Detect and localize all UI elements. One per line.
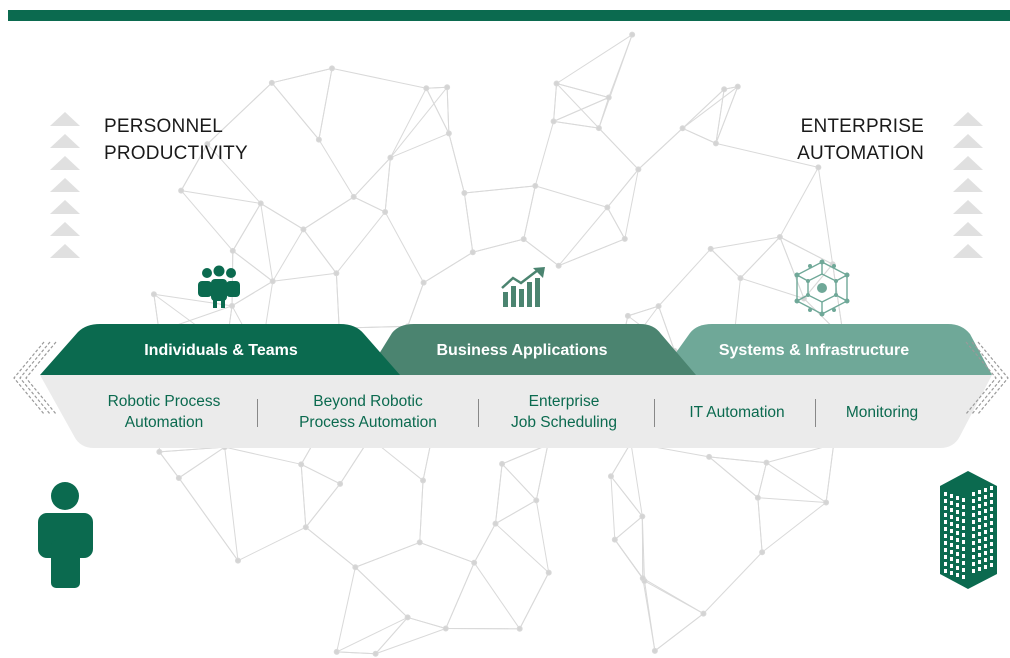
capability-divider (478, 399, 479, 427)
capability-robotic-process-automation: Robotic Process Automation (107, 393, 221, 431)
network-hexagon-icon (794, 259, 850, 317)
capability-enterprise-job-scheduling: Enterprise Job Scheduling (511, 393, 617, 431)
personnel-productivity-heading: PERSONNEL PRODUCTIVITY (104, 116, 248, 164)
tab-business-applications (366, 324, 696, 375)
right-dashed-chevron (965, 341, 1009, 415)
capability-beyond-rpa: Beyond Robotic Process Automation (299, 393, 437, 431)
left-dashed-chevron (13, 341, 57, 415)
left-chevron-stack (50, 112, 80, 266)
capability-band (40, 375, 992, 448)
tab-individuals-teams-label: Individuals & Teams (144, 342, 298, 359)
capability-divider (257, 399, 258, 427)
capability-divider (654, 399, 655, 427)
tab-systems-infrastructure (660, 324, 992, 375)
person-icon (38, 482, 93, 588)
enterprise-automation-heading: ENTERPRISE AUTOMATION (797, 116, 924, 164)
right-chevron-stack (953, 112, 983, 266)
tab-business-applications-label: Business Applications (436, 342, 608, 359)
office-building-icon (940, 471, 997, 589)
capability-monitoring: Monitoring (845, 404, 919, 421)
growth-chart-icon (501, 267, 545, 307)
top-accent-bar (8, 10, 1010, 21)
tab-systems-infrastructure-label: Systems & Infrastructure (718, 342, 910, 359)
capability-divider (815, 399, 816, 427)
people-group-icon (198, 265, 240, 308)
capability-it-automation: IT Automation (689, 404, 785, 421)
tab-individuals-teams (40, 324, 400, 375)
